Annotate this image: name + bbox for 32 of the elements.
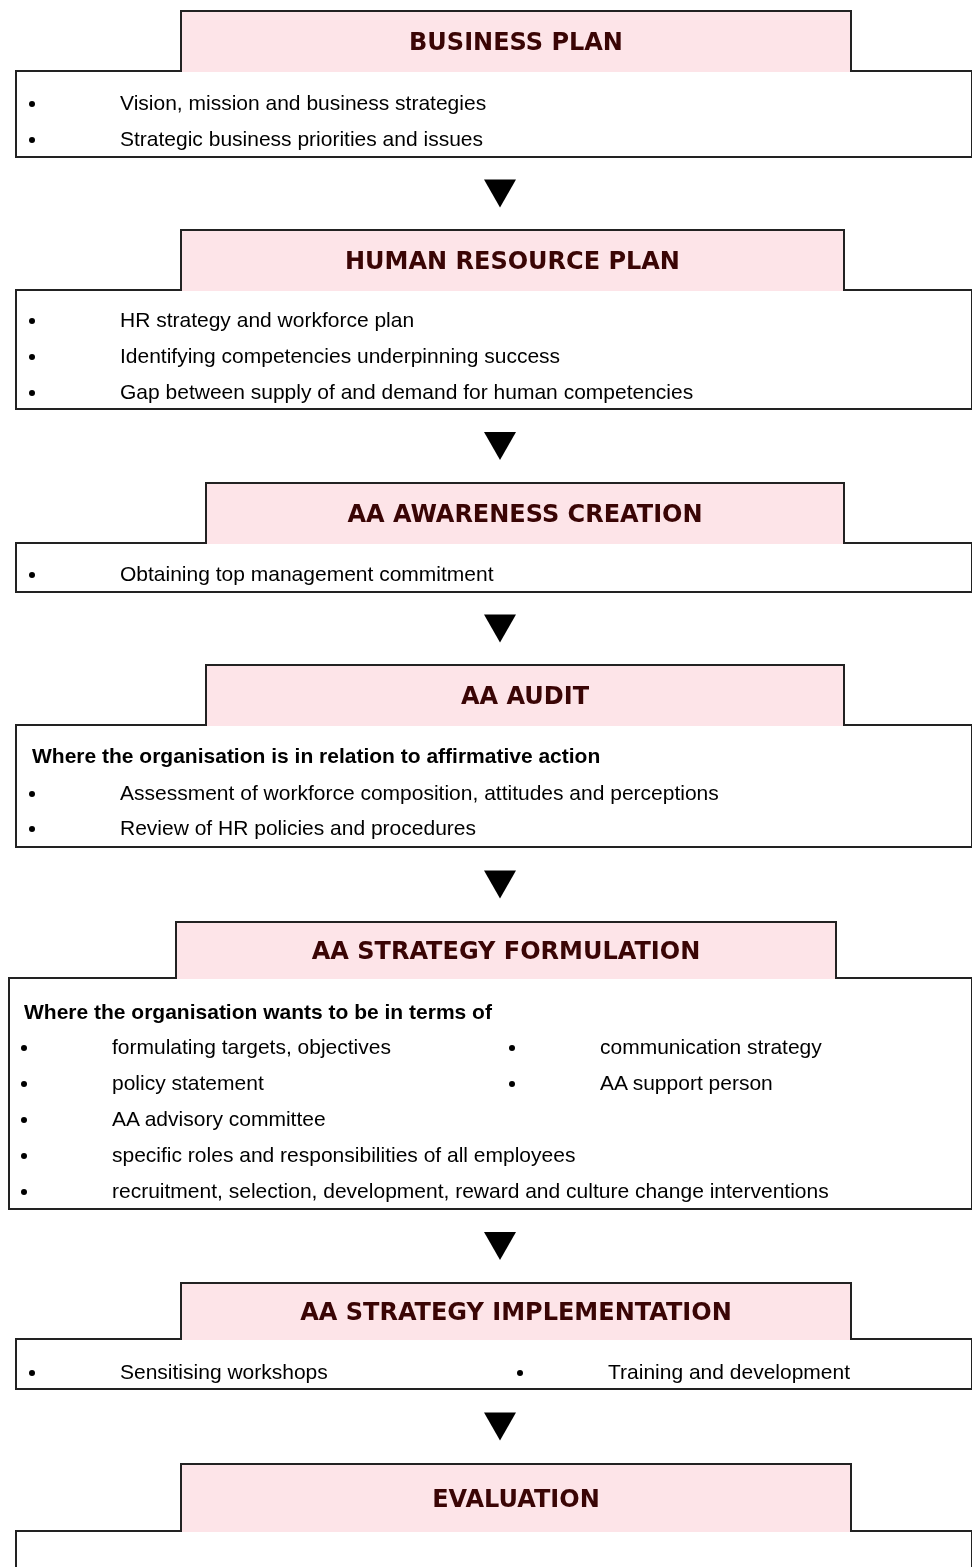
stage-heading: AA AUDIT: [205, 664, 845, 726]
bullet-text: Vision, mission and business strategies: [120, 91, 487, 115]
down-arrow: [484, 870, 516, 899]
down-arrow: [484, 432, 516, 460]
bullet-text: policy statement: [112, 1071, 264, 1095]
stage-heading: AA STRATEGY FORMULATION: [175, 921, 837, 979]
section-intro: Where the organisation wants to be in terms of: [24, 1000, 492, 1024]
bullet-text: Training and development: [608, 1360, 851, 1384]
bullet-text: Identifying competencies underpinning success: [120, 344, 561, 368]
bullet-text: Assessment of workforce composition, attitudes and perceptions: [120, 781, 719, 805]
bullet-text: specific roles and responsibilities of all employees: [112, 1143, 576, 1167]
bullet-text: HR strategy and workforce plan: [120, 308, 415, 332]
down-arrow: [484, 1412, 516, 1441]
stage-heading: AA STRATEGY IMPLEMENTATION: [180, 1282, 852, 1340]
down-arrow: [484, 1232, 516, 1260]
bullet-text: formulating targets, objectives: [112, 1035, 391, 1059]
stage-heading: HUMAN RESOURCE PLAN: [180, 229, 845, 291]
bullet-text: AA advisory committee: [112, 1107, 326, 1131]
bullet-text: Obtaining top management commitment: [120, 562, 494, 586]
stage-heading: EVALUATION: [180, 1463, 852, 1532]
section-intro: Where the organisation is in relation to affirmative action: [32, 744, 601, 768]
down-arrow: [484, 179, 516, 208]
bullet-text: recruitment, selection, development, reward and culture change interventions: [112, 1179, 829, 1203]
stage-heading: AA AWARENESS CREATION: [205, 482, 845, 544]
bullet-text: Gap between supply of and demand for human competencies: [120, 380, 694, 404]
bullet-text: Review of HR policies and procedures: [120, 816, 476, 840]
bullet-text: AA support person: [600, 1071, 773, 1095]
bullet-text: Sensitising workshops: [120, 1360, 328, 1384]
stage-heading: BUSINESS PLAN: [180, 10, 852, 72]
bullet-text: communication strategy: [600, 1035, 822, 1059]
down-arrow: [484, 614, 516, 643]
bullet-text: Strategic business priorities and issues: [120, 127, 483, 151]
